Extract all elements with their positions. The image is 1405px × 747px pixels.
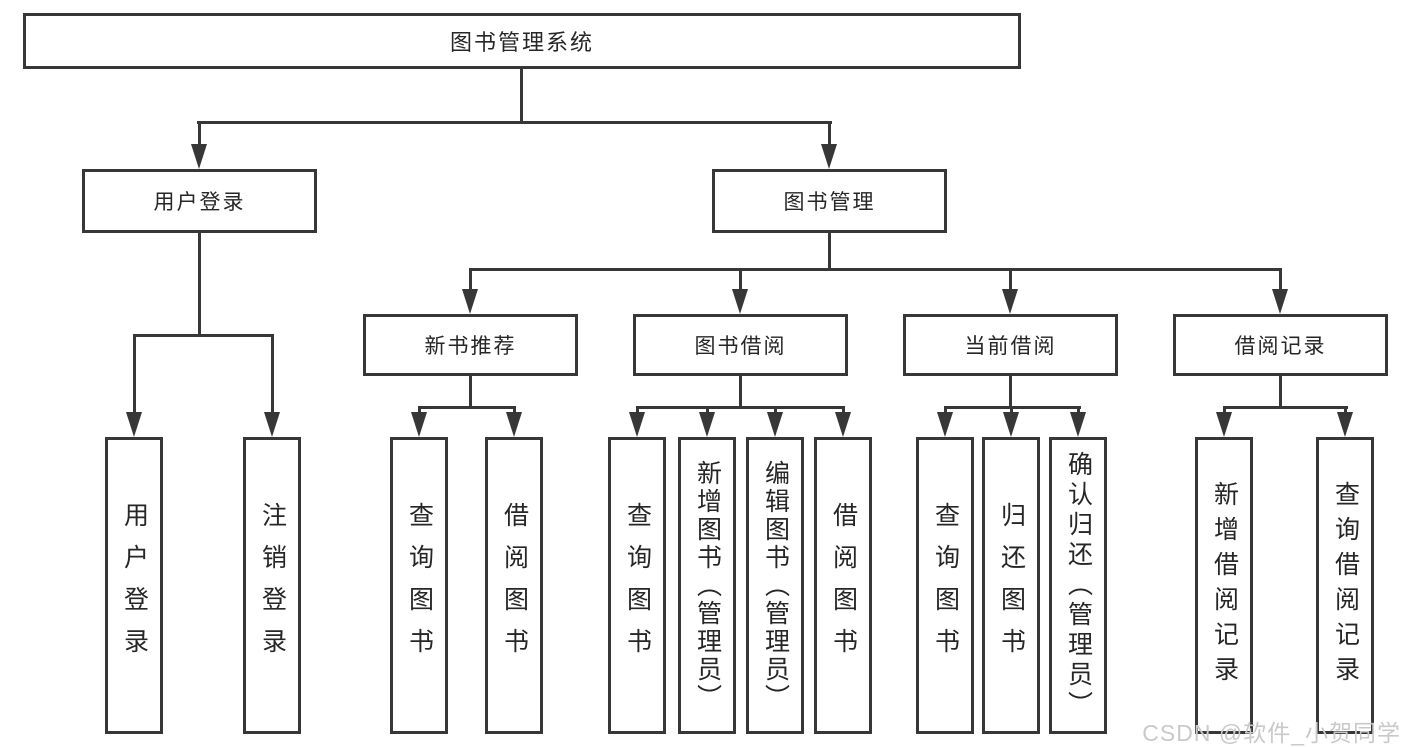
node-root: 图书管理系统 [23,13,1021,69]
arrow-down-icon [1272,289,1288,314]
node-label: 借阅图书 [500,501,529,670]
connector-line [636,406,845,409]
connector-line [1223,406,1226,414]
arrow-down-icon [732,289,748,314]
node-current-borrowing: 当前借阅 [903,314,1118,376]
connector-line [469,375,472,408]
node-label: 借阅图书 [829,501,858,670]
arrow-down-icon [937,412,953,437]
connector-line [1009,375,1012,408]
connector-line [198,121,201,147]
node-label: 查询图书 [931,501,960,670]
arrow-down-icon [1337,412,1353,437]
node-label: 确认归还（管理员） [1064,450,1093,721]
node-label: 用户登录 [153,191,246,214]
node-label: 用户登录 [120,501,149,670]
arrow-down-icon [767,412,783,437]
watermark: CSDN @软件_小贺同学 [1142,720,1401,746]
arrow-down-icon [462,289,478,314]
connector-line [706,406,709,414]
node-label: 图书借阅 [694,335,787,358]
connector-line [739,268,742,290]
leaf-edit-book-admin: 编辑图书（管理员） [746,437,804,734]
connector-line [133,334,136,412]
arrow-down-icon [191,144,207,169]
node-user-login: 用户登录 [82,169,317,233]
connector-line [828,121,831,147]
arrow-down-icon [699,412,715,437]
connector-line [520,68,523,124]
node-label: 归还图书 [997,501,1026,670]
arrow-down-icon [1002,289,1018,314]
leaf-query-books-1: 查询图书 [390,437,448,734]
node-label: 新书推荐 [424,335,517,358]
connector-line [1009,268,1012,290]
arrow-down-icon [1216,412,1232,437]
node-label: 新增借阅记录 [1210,480,1239,691]
leaf-query-books-2: 查询图书 [608,437,666,734]
arrow-down-icon [629,412,645,437]
arrow-down-icon [506,412,522,437]
connector-line [133,334,274,337]
connector-line [636,406,639,414]
leaf-return-books: 归还图书 [982,437,1040,734]
arrow-down-icon [835,412,851,437]
arrow-down-icon [1003,412,1019,437]
node-book-management: 图书管理 [712,169,947,233]
connector-line [828,232,831,270]
node-label: 查询图书 [405,501,434,670]
connector-line [469,268,1282,271]
node-label: 注销登录 [258,501,287,670]
leaf-borrow-books-2: 借阅图书 [814,437,872,734]
connector-line [842,406,845,414]
connector-line [418,406,421,414]
arrow-down-icon [821,144,837,169]
connector-line [469,268,472,290]
connector-line [1344,406,1347,414]
leaf-confirm-return-admin: 确认归还（管理员） [1049,437,1107,734]
connector-line [1223,406,1348,409]
arrow-down-icon [264,412,280,437]
leaf-query-books-3: 查询图书 [916,437,974,734]
node-label: 图书管理系统 [449,30,594,55]
connector-line [198,232,201,336]
connector-line [197,121,832,124]
connector-line [418,406,516,409]
leaf-borrow-books-1: 借阅图书 [485,437,543,734]
node-label: 查询借阅记录 [1331,480,1360,691]
node-label: 当前借阅 [964,335,1057,358]
arrow-down-icon [1070,412,1086,437]
connector-line [944,406,947,414]
node-label: 编辑图书（管理员） [761,459,790,712]
arrow-down-icon [411,412,427,437]
leaf-logout: 注销登录 [243,437,301,734]
node-label: 借阅记录 [1234,335,1327,358]
connector-line [1077,406,1080,414]
connector-line [1010,406,1013,414]
leaf-add-book-admin: 新增图书（管理员） [678,437,736,734]
connector-line [1279,268,1282,290]
connector-line [271,334,274,412]
connector-line [513,406,516,414]
arrow-down-icon [126,412,142,437]
connector-line [739,375,742,408]
connector-line [1279,375,1282,408]
node-label: 查询图书 [623,501,652,670]
connector-line [774,406,777,414]
node-label: 图书管理 [783,191,876,214]
node-borrowing-records: 借阅记录 [1173,314,1388,376]
leaf-user-login: 用户登录 [105,437,163,734]
leaf-query-borrow-record: 查询借阅记录 [1316,437,1374,734]
node-book-borrowing: 图书借阅 [633,314,848,376]
leaf-add-borrow-record: 新增借阅记录 [1195,437,1253,734]
node-label: 新增图书（管理员） [693,459,722,712]
node-new-book-recommend: 新书推荐 [363,314,578,376]
